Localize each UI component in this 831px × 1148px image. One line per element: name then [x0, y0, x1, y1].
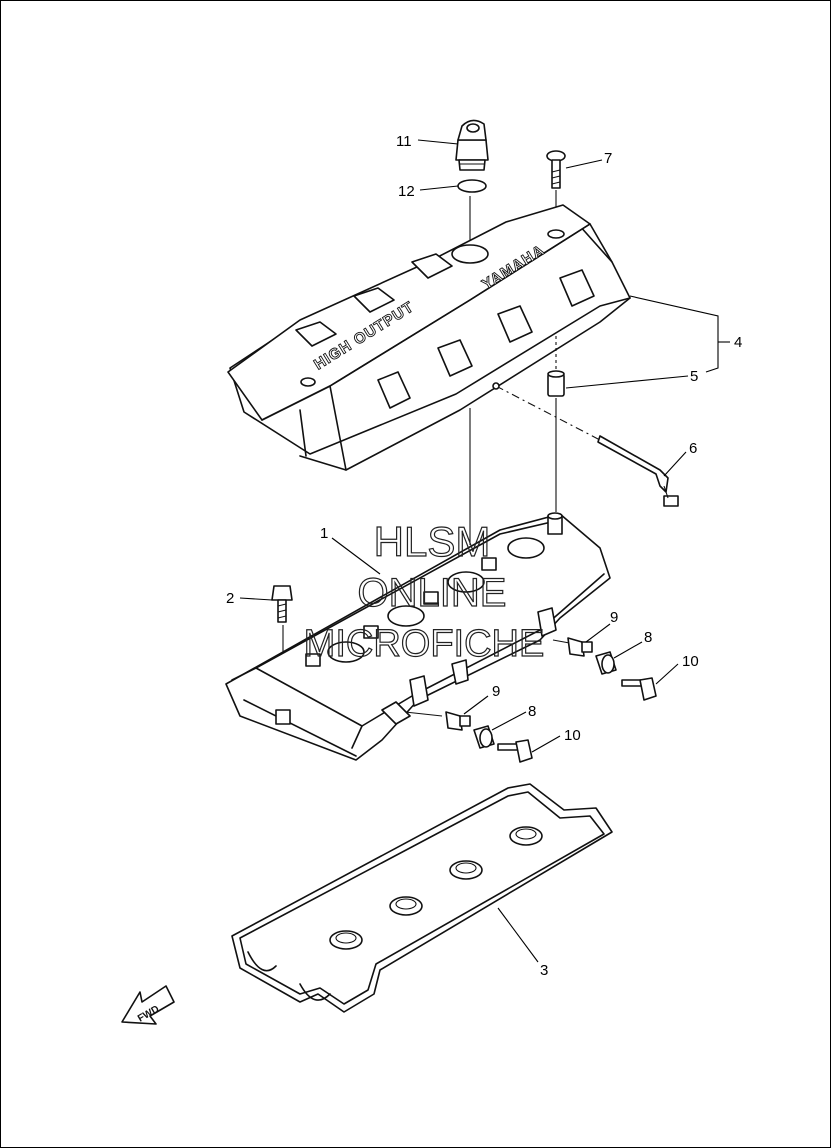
hardware-set-rear	[567, 637, 657, 701]
callout-3: 3	[540, 962, 548, 979]
callout-1: 1	[320, 525, 328, 542]
callout-4: 4	[734, 334, 742, 351]
forward-direction-arrow: FWD	[121, 985, 175, 1025]
callout-9-rear: 9	[610, 609, 618, 626]
hardware-set-front	[445, 711, 533, 763]
leader-lines	[239, 139, 730, 963]
head-cover-top: YAMAHA HIGH OUTPUT	[227, 204, 631, 471]
watermark-line-2: ONLINE	[358, 571, 507, 615]
mounting-bolt	[271, 585, 293, 623]
cover-bolt	[546, 150, 566, 189]
callout-8-rear: 8	[644, 629, 652, 646]
watermark: HLSM ONLINE MICROFICHE	[303, 517, 545, 665]
watermark-line-3: MICROFICHE	[304, 623, 545, 665]
callout-numbers: 11 12 7 4 5 6 1 2 9 8 10 9 8 10 3	[226, 133, 742, 979]
watermark-line-1: HLSM	[374, 518, 491, 565]
callout-6: 6	[689, 440, 697, 457]
callout-8-front: 8	[528, 703, 536, 720]
cylinder-head-cover	[225, 512, 611, 761]
head-cover-gasket	[231, 783, 613, 1013]
oil-filler-cap	[455, 119, 489, 171]
collar	[547, 370, 565, 397]
callout-10-front: 10	[564, 727, 581, 744]
cable-tie	[597, 435, 679, 507]
callout-5: 5	[690, 368, 698, 385]
callout-7: 7	[604, 150, 612, 167]
callout-2: 2	[226, 590, 234, 607]
callout-10-rear: 10	[682, 653, 699, 670]
o-ring	[457, 179, 487, 193]
callout-11: 11	[396, 133, 412, 150]
callout-12: 12	[398, 183, 415, 200]
callout-9-front: 9	[492, 683, 500, 700]
